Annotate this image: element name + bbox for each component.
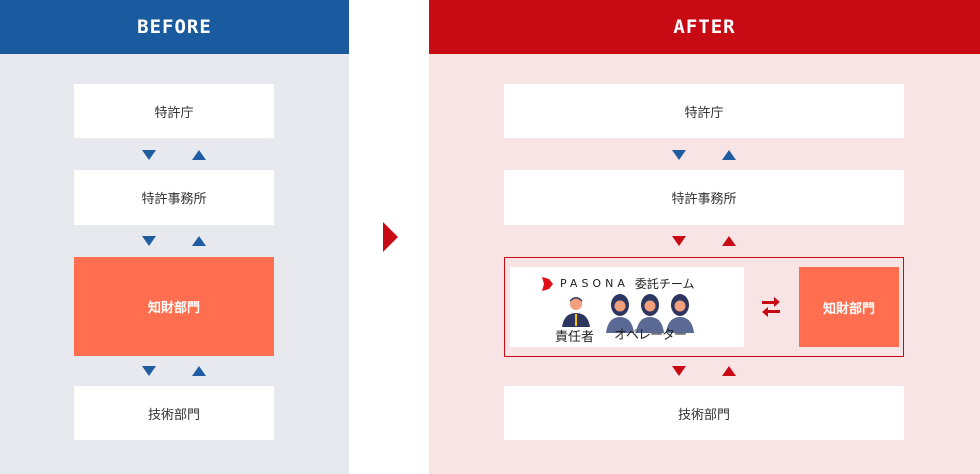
transition-arrow-icon bbox=[383, 222, 398, 252]
box-patent-firm: 特許事務所 bbox=[504, 170, 904, 225]
pasona-logo-icon bbox=[542, 276, 553, 291]
arrow-down-icon bbox=[142, 236, 156, 246]
arrow-up-icon bbox=[722, 366, 736, 376]
arrow-up-icon bbox=[192, 150, 206, 160]
arrow-down-icon bbox=[142, 366, 156, 376]
outsourcing-frame bbox=[504, 257, 904, 357]
exchange-arrows-icon bbox=[762, 297, 780, 317]
box-ip-dept: 知財部門 bbox=[799, 267, 899, 347]
box-ip-dept: 知財部門 bbox=[74, 257, 274, 356]
arrow-up-icon bbox=[722, 150, 736, 160]
manager-label: 責任者 bbox=[555, 330, 595, 345]
box-tech-dept: 技術部門 bbox=[504, 386, 904, 440]
operators-person-icon bbox=[606, 294, 694, 333]
arrow-up-icon bbox=[192, 366, 206, 376]
arrow-down-icon bbox=[142, 150, 156, 160]
arrow-down-icon bbox=[672, 366, 686, 376]
arrow-up-icon bbox=[722, 236, 736, 246]
brand-name: PASONA bbox=[560, 277, 629, 290]
operators-label: オペレーター bbox=[614, 328, 687, 343]
arrow-down-icon bbox=[672, 150, 686, 160]
before-header: BEFORE bbox=[0, 0, 349, 54]
box-patent-office: 特許庁 bbox=[74, 84, 274, 138]
team-title: 委託チーム bbox=[634, 277, 695, 291]
arrow-down-icon bbox=[672, 236, 686, 246]
box-patent-office: 特許庁 bbox=[504, 84, 904, 138]
box-tech-dept: 技術部門 bbox=[74, 386, 274, 440]
arrow-up-icon bbox=[192, 236, 206, 246]
manager-person-icon bbox=[562, 297, 590, 327]
pasona-team-box: PASONA 委託チーム 責任者 オペレーター bbox=[510, 267, 744, 347]
after-header: AFTER bbox=[429, 0, 980, 54]
box-patent-firm: 特許事務所 bbox=[74, 170, 274, 225]
